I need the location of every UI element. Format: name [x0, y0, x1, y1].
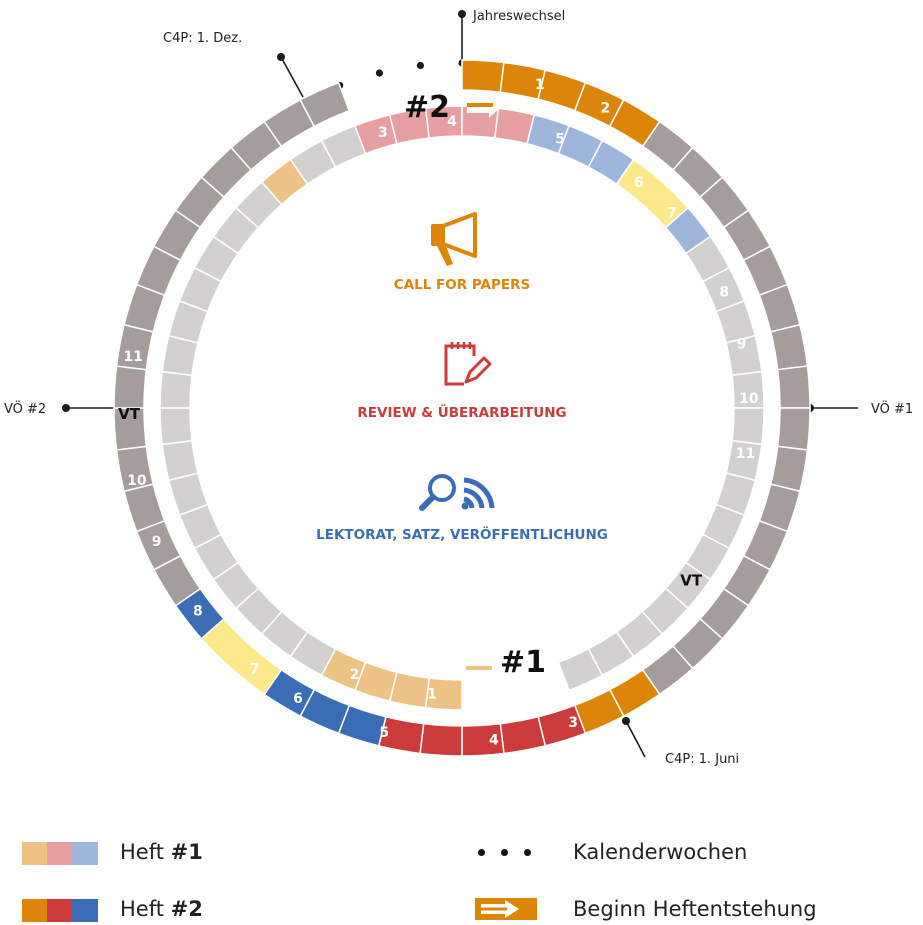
- legend-heft2-swatch: [22, 899, 98, 922]
- legend-heft1: Heft #1: [120, 840, 203, 864]
- outer-label-10: 10: [127, 473, 147, 489]
- outer-week-segment: [113, 365, 148, 409]
- outer-label-4: 4: [489, 732, 499, 748]
- callout-vo1: VÖ #1: [871, 400, 913, 417]
- callout-vo2: VÖ #2: [4, 400, 46, 417]
- inner-week-segment: [557, 647, 604, 692]
- inner-label-7: 7: [667, 205, 677, 221]
- inner-label-3: 3: [378, 125, 388, 141]
- legend-weeks: Kalenderwochen: [573, 840, 748, 864]
- outer-label-3: 3: [568, 715, 578, 731]
- vt-outer-segment: [200, 617, 283, 696]
- callout-leaders: [62, 10, 858, 758]
- inner-label-1: 1: [427, 686, 437, 702]
- inner-week-segment: [731, 407, 765, 446]
- inner-label-9: 9: [737, 336, 747, 352]
- issue2-marker: #2: [404, 90, 450, 125]
- legend-heft1-swatch: [22, 842, 98, 865]
- inner-week-segment: [161, 439, 199, 482]
- outer-week-segment: [419, 722, 463, 757]
- c4p-juni-leader-line: [625, 720, 646, 758]
- start-arrow-heft1-icon: [456, 655, 492, 681]
- outer-label-9: 9: [152, 534, 162, 550]
- outer-label-5: 5: [379, 725, 389, 741]
- outer-week-segment: [461, 59, 505, 94]
- inner-label-8: 8: [719, 284, 729, 300]
- c4p-dez-leader-line: [280, 56, 304, 98]
- week-dot: [416, 61, 425, 70]
- inner-label-4: 4: [447, 114, 457, 130]
- legend-start-arrow-icon: [475, 898, 537, 920]
- inner-label-5: 5: [555, 131, 565, 147]
- notepad-pencil-icon: [444, 342, 492, 386]
- week-dot: [375, 69, 384, 77]
- inner-ring-heft1: [159, 105, 765, 711]
- callout-c4p-dez: C4P: 1. Dez.: [163, 31, 242, 46]
- outer-label-1: 1: [535, 77, 545, 93]
- outer-label-6: 6: [293, 691, 303, 707]
- outer-week-segment: [769, 445, 809, 493]
- search-broadcast-icon: [419, 474, 495, 511]
- callout-c4p-juni: C4P: 1. Juni: [665, 752, 739, 767]
- review-label: REVIEW & ÜBERARBEITUNG: [357, 403, 566, 421]
- outer-label-2: 2: [600, 100, 610, 116]
- inner-label-2: 2: [350, 667, 360, 683]
- outer-week-segment: [776, 407, 811, 451]
- legend-heft2: Heft #2: [120, 897, 203, 921]
- lektorat-label: LEKTORAT, SATZ, VERÖFFENTLICHUNG: [316, 525, 608, 543]
- c4p-juni-leader-dot: [622, 717, 630, 725]
- c4p-dez-leader-dot: [277, 53, 285, 61]
- callout-jahreswechsel: Jahreswechsel: [472, 9, 565, 24]
- inner-label-6: 6: [634, 175, 644, 191]
- outer-label-8: 8: [193, 604, 203, 620]
- inner-label-11: 11: [736, 446, 755, 462]
- vt-inner-label: VT: [680, 572, 703, 590]
- inner-week-segment: [159, 407, 193, 446]
- outer-week-segment: [299, 81, 351, 128]
- outer-label-7: 7: [250, 662, 260, 678]
- outer-week-segment: [776, 365, 811, 409]
- outer-week-segment: [499, 715, 547, 755]
- issue1-marker: #1: [500, 645, 546, 680]
- inner-week-segment: [159, 370, 193, 409]
- vt-outer-label: VT: [118, 405, 141, 423]
- legend-start: Beginn Heftentstehung: [573, 897, 817, 921]
- jahreswechsel-leader-dot: [458, 10, 466, 18]
- vo2-leader-dot: [62, 404, 70, 412]
- start-arrow-heft2-icon: [467, 92, 503, 118]
- outer-ring-heft2: [113, 59, 811, 757]
- call-for-papers-label: CALL FOR PAPERS: [394, 277, 530, 293]
- outer-week-segment: [769, 323, 809, 371]
- megaphone-icon: [431, 212, 477, 266]
- inner-label-10: 10: [739, 391, 759, 407]
- vt-inner-segment: [615, 158, 690, 229]
- outer-label-11: 11: [123, 349, 142, 365]
